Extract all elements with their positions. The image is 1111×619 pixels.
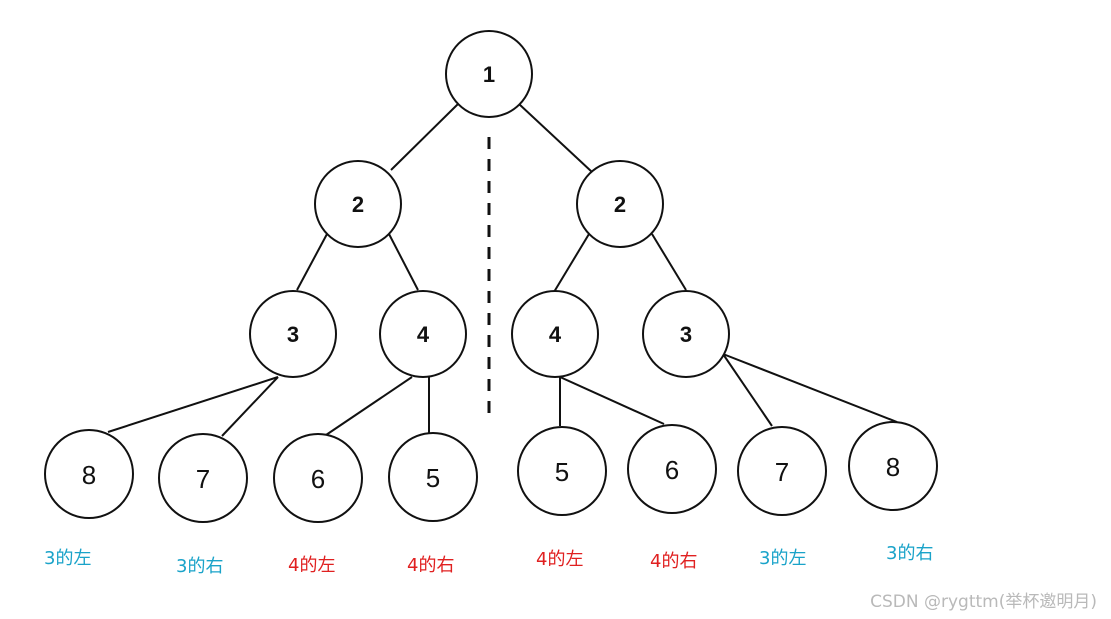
child-captions: 3的左 3的右 4的左 4的右 4的左 4的右 3的左 3的右 xyxy=(44,543,933,577)
tree-node-level3-3: 4 xyxy=(511,290,599,378)
node-label: 4 xyxy=(549,322,562,347)
caption-4: 4的右 xyxy=(407,555,454,576)
edge-1-2r xyxy=(518,103,593,173)
node-circle xyxy=(848,421,938,511)
tree-node-level3-4: 3 xyxy=(642,290,730,378)
tree-node-level4-3: 6 xyxy=(273,433,363,523)
node-circle xyxy=(388,432,478,522)
node-label: 1 xyxy=(483,62,495,87)
tree-node-level4-5: 5 xyxy=(517,426,607,516)
tree-node-level4-6: 6 xyxy=(627,424,717,514)
node-circle xyxy=(445,30,533,118)
tree-node-level4-8: 8 xyxy=(848,421,938,511)
edge-4r-6 xyxy=(559,376,665,425)
node-circle xyxy=(249,290,337,378)
tree-node-level4-2: 7 xyxy=(158,433,248,523)
node-circle xyxy=(576,160,664,248)
node-label: 8 xyxy=(886,452,900,482)
node-label: 6 xyxy=(665,455,679,485)
node-label: 8 xyxy=(82,460,96,490)
edge-4l-6 xyxy=(325,376,413,436)
edge-3r-8 xyxy=(722,353,898,423)
node-circle xyxy=(158,433,248,523)
node-circle xyxy=(517,426,607,516)
tree-node-level4-4: 5 xyxy=(388,432,478,522)
node-label: 2 xyxy=(352,192,364,217)
watermark: CSDN @rygttm(举杯邀明月) xyxy=(870,592,1097,612)
node-label: 7 xyxy=(775,457,789,487)
node-label: 3 xyxy=(287,322,299,347)
caption-7: 3的左 xyxy=(759,548,806,569)
node-label: 5 xyxy=(555,457,569,487)
edge-2l-3 xyxy=(296,233,328,291)
node-circle xyxy=(273,433,363,523)
node-circle xyxy=(511,290,599,378)
tree-node-level4-1: 8 xyxy=(44,429,134,519)
caption-8: 3的右 xyxy=(886,543,933,564)
node-circle xyxy=(627,424,717,514)
node-label: 4 xyxy=(417,322,430,347)
node-label: 5 xyxy=(426,463,440,493)
edge-3l-7 xyxy=(221,376,279,437)
node-label: 7 xyxy=(196,464,210,494)
tree-edges xyxy=(107,103,898,437)
caption-6: 4的右 xyxy=(650,551,697,572)
node-circle xyxy=(44,429,134,519)
edge-3r-7 xyxy=(722,353,773,427)
caption-5: 4的左 xyxy=(536,549,583,570)
node-circle xyxy=(314,160,402,248)
node-circle xyxy=(642,290,730,378)
edge-2l-4 xyxy=(388,233,419,291)
edge-2r-3 xyxy=(651,233,687,291)
tree-node-root: 1 xyxy=(445,30,533,118)
tree-node-level2-right: 2 xyxy=(576,160,664,248)
tree-node-level3-1: 3 xyxy=(249,290,337,378)
node-label: 2 xyxy=(614,192,626,217)
tree-node-level3-2: 4 xyxy=(379,290,467,378)
node-label: 3 xyxy=(680,322,692,347)
node-circle xyxy=(737,426,827,516)
caption-3: 4的左 xyxy=(288,555,335,576)
edge-3l-8 xyxy=(107,376,279,433)
edge-2r-4 xyxy=(553,233,590,293)
node-circle xyxy=(379,290,467,378)
caption-1: 3的左 xyxy=(44,548,91,569)
tree-node-level4-7: 7 xyxy=(737,426,827,516)
caption-2: 3的右 xyxy=(176,556,223,577)
node-label: 6 xyxy=(311,464,325,494)
edge-1-2l xyxy=(390,103,459,171)
tree-node-level2-left: 2 xyxy=(314,160,402,248)
